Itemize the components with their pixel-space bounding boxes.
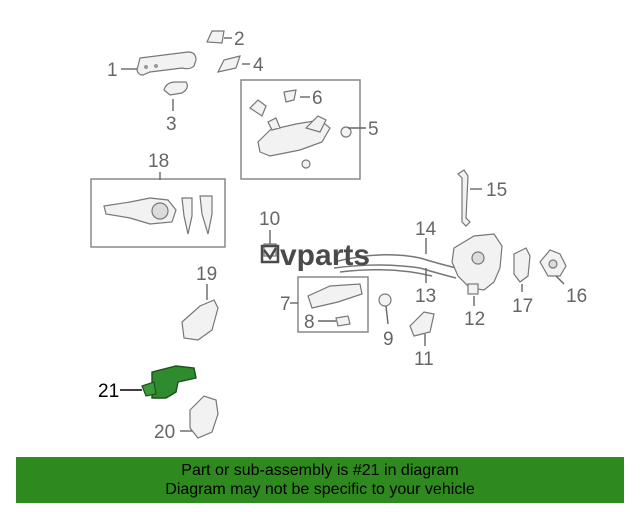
callout-6: 6 [312,88,323,109]
part-door-lock-actuator[interactable] [451,233,503,306]
part-inside-handle-trim[interactable] [409,311,435,346]
callout-12: 12 [464,309,485,330]
callout-15: 15 [486,180,507,201]
part-handle-cap[interactable] [206,30,232,44]
part-handle-frame[interactable] [249,89,366,169]
callout-16: 16 [566,286,587,307]
callout-17: 17 [512,296,533,317]
callout-2: 2 [234,29,245,50]
part-screw[interactable] [378,293,392,325]
watermark-text: vparts [280,239,370,272]
callout-8: 8 [304,312,315,333]
part-handle-pad[interactable] [163,81,188,111]
part-lock-cylinder[interactable] [103,172,213,235]
callout-5: 5 [368,119,379,140]
vparts-watermark-logo: vparts [260,239,370,272]
part-latch-bracket[interactable] [181,284,219,341]
callout-3: 3 [166,114,177,135]
part-lock-cables[interactable] [333,238,457,283]
part-striker[interactable] [539,249,567,285]
part-handle-cover[interactable] [216,55,250,73]
callout-18: 18 [148,151,169,172]
part-outside-handle[interactable] [121,51,197,76]
callout-9: 9 [383,329,394,350]
part-21-highlighted[interactable] [120,365,197,399]
callout-4: 4 [253,55,264,76]
callout-21: 21 [98,381,119,402]
callout-1: 1 [107,60,118,81]
part-striker-plate[interactable] [513,247,531,292]
callout-11: 11 [414,349,434,370]
callout-20: 20 [154,422,175,443]
callout-19: 19 [196,264,217,285]
banner-line-1: Part or sub-assembly is #21 in diagram [181,462,459,479]
banner-line-2: Diagram may not be specific to your vehi… [165,481,475,498]
callout-14: 14 [415,219,437,240]
callout-10: 10 [259,209,280,230]
info-banner: Part or sub-assembly is #21 in diagram D… [16,457,624,503]
part-lock-rod[interactable] [457,169,482,227]
part-latch-base[interactable] [180,395,219,439]
part-inside-handle-assembly[interactable] [290,283,363,327]
callout-7: 7 [280,294,291,315]
callout-13: 13 [415,286,436,307]
